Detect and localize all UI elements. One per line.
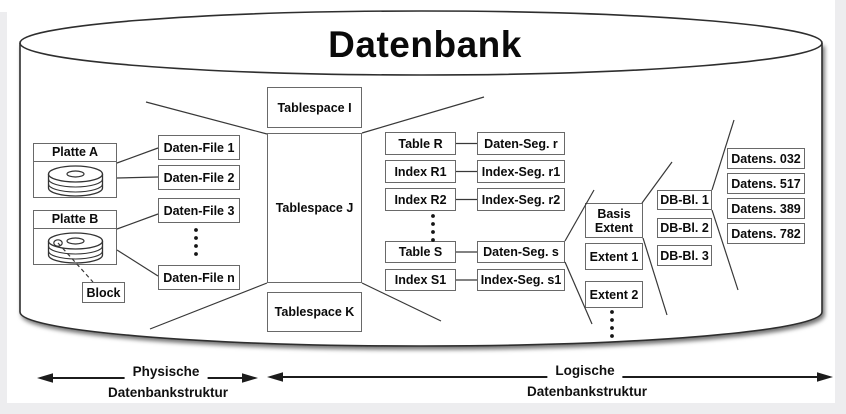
- segment-box: Index-Seg. r1: [477, 160, 565, 183]
- block-box: Block: [82, 282, 125, 303]
- daten-file-box: Daten-File 3: [158, 198, 240, 223]
- disk-icon: [47, 232, 103, 264]
- segment-box: Daten-Seg. r: [477, 132, 565, 155]
- disk-box-platte-a: Platte A: [33, 143, 117, 198]
- daten-file-box: Daten-File 2: [158, 165, 240, 190]
- segment-box: Daten-Seg. s: [477, 241, 565, 263]
- db-block-box: DB-Bl. 3: [657, 245, 712, 266]
- daten-file-box: Daten-File n: [158, 265, 240, 290]
- daten-file-box: Daten-File 1: [158, 135, 240, 160]
- left-gutter: [0, 12, 7, 414]
- disk-label: Platte B: [34, 211, 116, 229]
- segment-box: Index-Seg. r2: [477, 188, 565, 211]
- disk-icon: [47, 165, 103, 197]
- index-box: Index R2: [385, 188, 456, 211]
- segment-box: Index-Seg. s1: [477, 269, 565, 291]
- extent-box: Extent 1: [585, 243, 643, 270]
- legend-logical-line2: Datenbankstruktur: [526, 384, 648, 399]
- index-box: Index R1: [385, 160, 456, 183]
- index-box: Index S1: [385, 269, 456, 291]
- record-box: Datens. 032: [727, 148, 805, 169]
- record-box: Datens. 517: [727, 173, 805, 194]
- disk-label: Platte A: [34, 144, 116, 162]
- block-marker-icon: [52, 239, 63, 247]
- extent-box: Basis Extent: [585, 203, 643, 238]
- table-box: Table S: [385, 241, 456, 263]
- extent-box: Extent 2: [585, 281, 643, 308]
- record-box: Datens. 389: [727, 198, 805, 219]
- table-box: Table R: [385, 132, 456, 155]
- record-box: Datens. 782: [727, 223, 805, 244]
- disk-box-platte-b: Platte B: [33, 210, 117, 265]
- legend-logical-line1: Logische: [547, 363, 623, 378]
- db-block-box: DB-Bl. 1: [657, 190, 712, 210]
- tablespace-box: Tablespace J: [267, 133, 362, 283]
- bottom-gutter: [0, 403, 846, 414]
- legend-physical-line2: Datenbankstruktur: [107, 385, 229, 400]
- legend-physical-line1: Physische: [124, 364, 208, 379]
- db-block-box: DB-Bl. 2: [657, 218, 712, 238]
- diagram-title: Datenbank: [328, 24, 522, 65]
- tablespace-box: Tablespace K: [267, 292, 362, 332]
- right-gutter: [835, 0, 846, 414]
- tablespace-box: Tablespace I: [267, 87, 362, 128]
